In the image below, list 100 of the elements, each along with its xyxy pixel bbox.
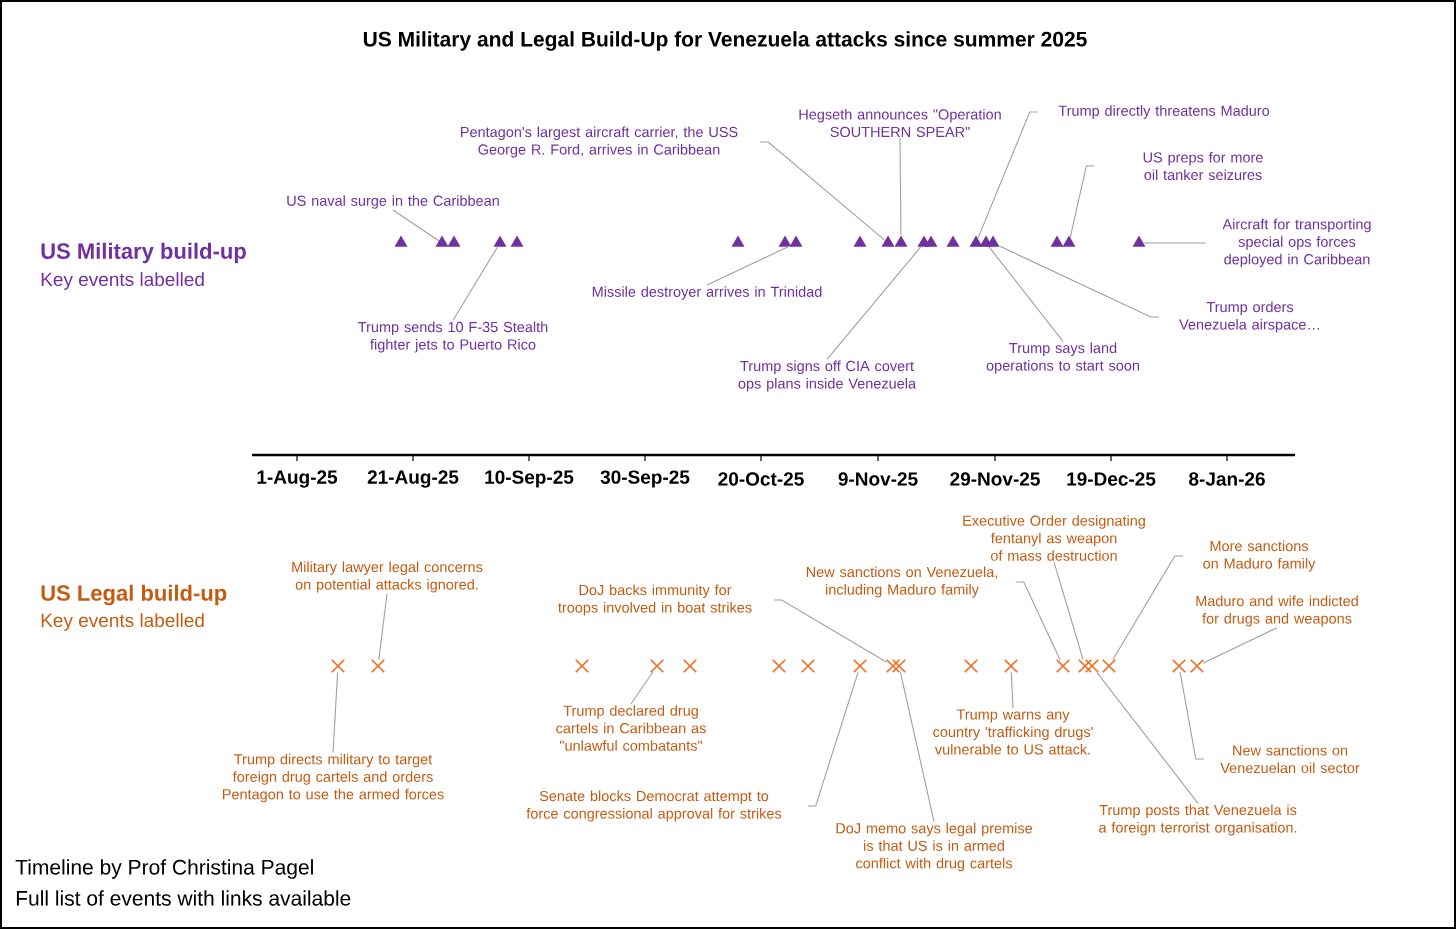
triangle-marker [778,235,792,247]
callout-text: Trump signs off CIA covert ops plans inside Venezuela [738,360,917,392]
cross-marker [891,658,907,674]
leader-line [759,141,886,241]
leader-line [332,671,339,754]
leader-line [1179,671,1205,760]
callout-text: Maduro and wife indicted for drugs and weapons [1196,595,1358,627]
callout-text: Trump directs military to target foreign drug cartels and orders Pentagon to use the armed forces [222,753,444,803]
cross-marker [330,658,346,674]
footer-note: Timeline by Prof Christina Pagel [15,859,313,879]
cross-marker [682,658,698,674]
leader-line [988,246,1064,342]
callout-text: US naval surge in the Caribbean [287,195,499,209]
footer-note: Full list of events with links available [16,890,351,906]
triangle-marker [969,235,983,247]
callout-text: Senate blocks Democrat attempt to force congressional approval for strikes [526,790,782,822]
callout-text: Trump declared drug cartels in Caribbean as "unlawful combatants" [556,705,706,751]
callout-text: Pentagon's largest aircraft carrier, the USS George R. Ford, arrives in Caribbean [461,126,738,158]
callout-text: Trump sends 10 F-35 Stealth fighter jets to Puerto Rico [358,321,548,353]
leader-line [392,209,440,242]
callout-text: DoJ backs immunity for troops involved in boat strikes [558,584,752,616]
cross-marker [1055,658,1071,674]
leader-line [899,671,935,823]
tick-label: 1-Aug-25 [257,470,338,488]
callout-text: Trump posts that Venezuela is a foreign terrorist organisation. [1099,804,1297,836]
subheading: Key events labelled [41,272,204,290]
callout-text: Aircraft for transporting special ops forces deployed in Caribbean [1222,218,1371,268]
triangle-marker [881,235,895,247]
section-heading: US Military build-up [41,242,246,264]
cross-marker [1003,658,1019,674]
callout-text: Trump says land operations to start soon [986,342,1139,374]
cross-marker [1084,658,1100,674]
triangle-marker [510,235,524,247]
leader-line [1015,581,1061,661]
triangle-marker [894,235,908,247]
triangle-marker [1062,235,1076,247]
leader-line [807,671,859,807]
tick-label: 8-Jan-26 [1189,472,1265,486]
section-heading: US Legal build-up [41,584,227,606]
tick-label: 29-Nov-25 [950,472,1040,486]
callout-text: More sanctions on Maduro family [1203,540,1316,572]
cross-marker [574,658,590,674]
callout-text: Executive Order designating fentanyl as weapon of mass destruction [963,515,1145,561]
leader-line [706,245,791,286]
leader-line [1112,555,1184,661]
tick-label: 30-Sep-25 [600,470,690,488]
callout-text: New sanctions on Venezuelan oil sector [1220,744,1360,774]
leader-line [1202,627,1278,664]
leader-line [1010,671,1014,709]
title: US Military and Legal Build-Up for Venezuela attacks since summer 2025 [363,31,1087,51]
callout-text: Trump orders Venezuela airspace… [1179,301,1319,333]
triangle-marker [924,235,938,247]
triangle-marker [946,235,960,247]
tick-label: 10-Sep-25 [485,470,574,488]
triangle-marker [789,235,803,247]
cross-marker [1077,658,1093,674]
cross-marker [885,658,901,674]
cross-marker [1189,658,1205,674]
leader-line [1096,671,1199,804]
triangle-marker [493,235,507,247]
subheading: Key events labelled [41,613,204,631]
cross-marker [1101,658,1117,674]
callout-text: Missile destroyer arrives in Trinidad [592,286,822,300]
leader-line [826,246,922,360]
leader-line [378,593,388,661]
leader-line [630,671,654,705]
callout-text: US preps for more oil tanker seizures [1143,151,1263,181]
leader-line [977,111,1039,239]
cross-marker [800,658,816,674]
triangle-marker [1050,235,1064,247]
tick-label: 20-Oct-25 [718,472,804,486]
callout-text: Trump warns any country 'trafficking drugs' vulnerable to US attack. [933,709,1093,755]
leader-line [998,245,1160,318]
callout-text: DoJ memo says legal premise is that US is in armed conflict with drug cartels [836,822,1033,872]
triangle-marker [731,235,745,247]
cross-marker [1171,658,1187,674]
triangle-marker [394,235,408,247]
triangle-marker [435,235,449,247]
leader-line [1069,165,1095,238]
cross-marker [963,658,979,674]
leader-line [452,246,499,321]
leader-line [773,599,888,663]
cross-marker [852,658,868,674]
cross-marker [649,658,665,674]
cross-marker [370,658,386,674]
triangle-marker [447,235,461,247]
leader-line [899,137,902,236]
callout-text: Hegseth announces "Operation SOUTHERN SPEAR" [799,108,1001,138]
callout-text: Trump directly threatens Maduro [1058,105,1270,119]
tick-label: 19-Dec-25 [1067,472,1156,486]
tick-label: 21-Aug-25 [367,470,459,488]
callout-text: New sanctions on Venezuela, including Maduro family [806,566,997,598]
leader-line [1053,561,1084,661]
tick-label: 9-Nov-25 [838,472,918,486]
triangle-marker [1132,235,1146,247]
leader-line [1143,242,1207,244]
triangle-marker [986,235,1000,247]
cross-marker [771,658,787,674]
callout-text: Military lawyer legal concerns on potential attacks ignored. [292,561,483,593]
triangle-marker [853,235,867,247]
